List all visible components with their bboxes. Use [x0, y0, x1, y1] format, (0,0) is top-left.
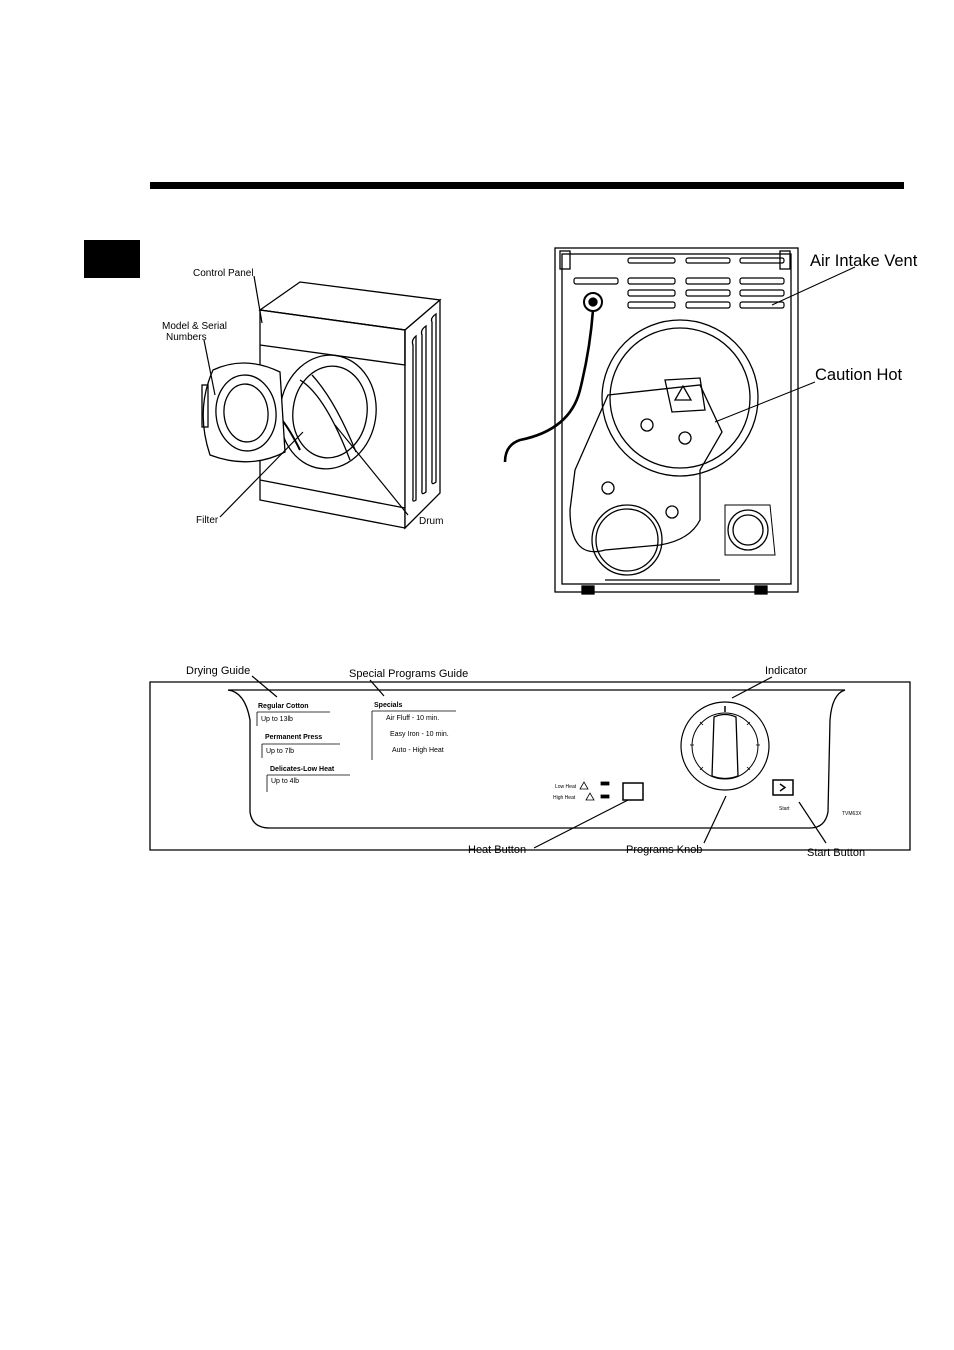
- start-button-label: Start Button: [807, 847, 865, 859]
- heat-button-label: Heat Button: [468, 844, 526, 856]
- heat-button[interactable]: [622, 782, 644, 801]
- special-programs-guide-label: Special Programs Guide: [349, 668, 468, 680]
- start-arrow-icon: [779, 783, 787, 792]
- drying-item-3-title: Delicates-Low Heat: [270, 766, 335, 773]
- drying-item-2-title: Permanent Press: [265, 734, 322, 741]
- front-callout-lines: [203, 275, 409, 518]
- control-panel-label: Control Panel: [193, 268, 254, 279]
- model-serial-label-line2: Numbers: [166, 332, 207, 343]
- rear-callout-lines: [714, 266, 856, 423]
- indicator-label: Indicator: [765, 665, 808, 677]
- rear-view-drawing: [503, 247, 799, 595]
- drying-guide-label: Drying Guide: [186, 665, 250, 677]
- drying-item-3-detail: Up to 4lb: [271, 778, 299, 785]
- header-rule: [150, 182, 904, 189]
- knob-scale-ticks: [690, 721, 760, 771]
- drum-label: Drum: [419, 516, 443, 527]
- specials-item-3: Auto - High Heat: [392, 747, 444, 754]
- drying-item-1-title: Regular Cotton: [258, 703, 309, 710]
- model-serial-label-line1: Model & Serial: [162, 321, 227, 332]
- programs-knob[interactable]: [680, 701, 770, 791]
- front-view-drawing: [201, 281, 442, 530]
- programs-knob-label: Programs Knob: [626, 844, 702, 856]
- heat-high-label: High Heat: [553, 795, 576, 801]
- panel-callout-lines: [251, 675, 827, 849]
- specials-title: Specials: [374, 702, 403, 709]
- heat-symbols: [579, 781, 610, 801]
- model-code: TVM63X: [842, 811, 862, 817]
- section-tab: [84, 240, 140, 278]
- heat-low-label: Low Heat: [555, 784, 577, 790]
- specials-item-1: Air Fluff - 10 min.: [386, 715, 439, 722]
- air-intake-vent-label: Air Intake Vent: [810, 252, 918, 270]
- filter-label: Filter: [196, 515, 219, 526]
- drying-item-1-detail: Up to 13lb: [261, 716, 293, 723]
- drying-guide-block: [256, 710, 456, 792]
- drying-item-2-detail: Up to 7lb: [266, 748, 294, 755]
- caution-hot-label: Caution Hot: [815, 366, 903, 384]
- specials-item-2: Easy Iron - 10 min.: [390, 731, 449, 738]
- start-button[interactable]: [772, 779, 794, 796]
- start-label: Start: [779, 806, 790, 812]
